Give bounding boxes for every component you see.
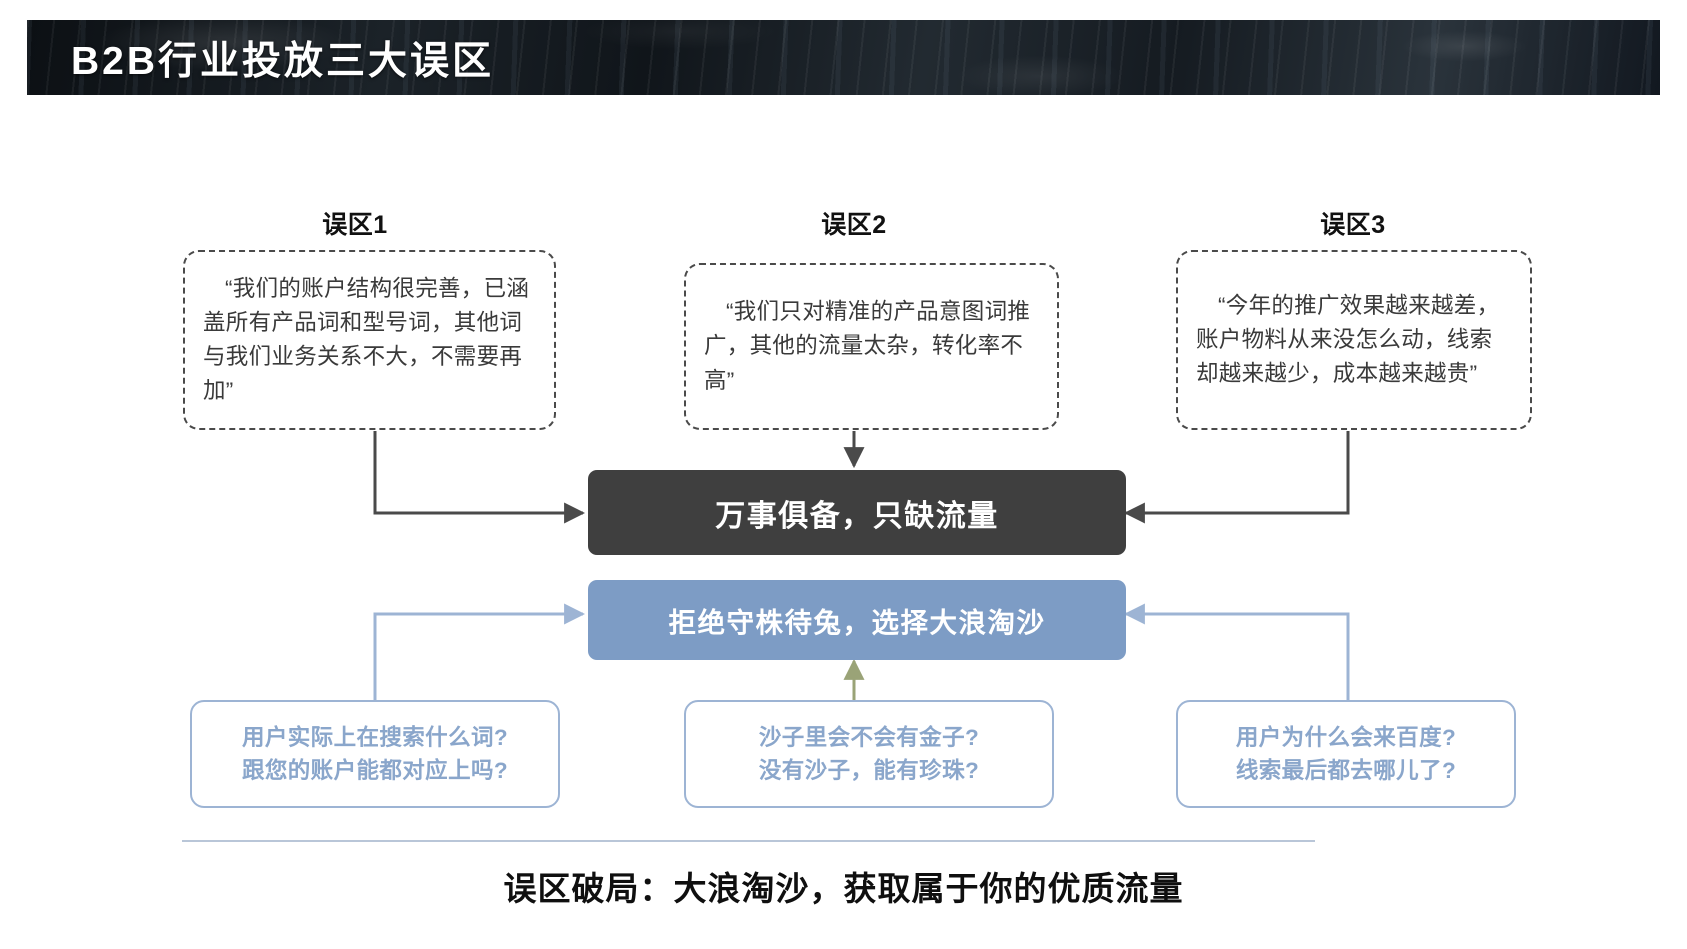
question-box-1-line-1: 用户实际上在搜索什么词? [241, 724, 509, 750]
connector-box3-to-problem [1123, 431, 1350, 524]
header-banner: B2B行业投放三大误区 [27, 20, 1660, 95]
misconception-quote-text-1: “我们的账户结构很完善，已涵盖所有产品词和型号词，其他词与我们业务关系不大，不需… [203, 275, 530, 404]
question-box-3-line-1: 用户为什么会来百度? [1235, 724, 1457, 750]
connector-question1-to-solution [373, 603, 586, 700]
connector-box1-to-problem [373, 431, 586, 524]
question-box-1-line-2: 跟您的账户能都对应上吗? [241, 758, 509, 783]
misconception-quote-text-2: “我们只对精准的产品意图词推广，其他的流量太杂，转化率不高” [704, 299, 1031, 393]
question-box-2-line-1: 沙子里会不会有金子? [758, 724, 980, 750]
column-heading-2: 误区2 [821, 211, 887, 239]
question-box-2: 沙子里会不会有金子? 没有沙子，能有珍珠? [684, 700, 1054, 808]
solution-banner-label: 拒绝守株待兔，选择大浪淘沙 [668, 607, 1046, 638]
question-box-2-line-2: 没有沙子，能有珍珠? [758, 758, 980, 783]
problem-banner: 万事俱备，只缺流量 [588, 470, 1126, 555]
question-box-3: 用户为什么会来百度? 线索最后都去哪儿了? [1176, 700, 1516, 808]
column-heading-3: 误区3 [1320, 211, 1386, 239]
column-heading-1: 误区1 [322, 211, 388, 239]
question-box-1: 用户实际上在搜索什么词? 跟您的账户能都对应上吗? [190, 700, 560, 808]
footer-divider [182, 840, 1315, 842]
page-title: B2B行业投放三大误区 [71, 39, 495, 83]
misconception-quote-box-3: “今年的推广效果越来越差，账户物料从来没怎么动，线索却越来越少，成本越来越贵” [1176, 250, 1532, 430]
question-box-3-line-2: 线索最后都去哪儿了? [1235, 758, 1457, 783]
solution-banner: 拒绝守株待兔，选择大浪淘沙 [588, 580, 1126, 660]
misconception-quote-box-2: “我们只对精准的产品意图词推广，其他的流量太杂，转化率不高” [684, 263, 1059, 430]
connector-question3-to-solution [1123, 603, 1350, 700]
problem-banner-label: 万事俱备，只缺流量 [715, 499, 999, 533]
misconception-quote-text-3: “今年的推广效果越来越差，账户物料从来没怎么动，线索却越来越少，成本越来越贵” [1196, 292, 1500, 387]
tire-texture-image [27, 20, 1660, 95]
footer-caption: 误区破局：大浪淘沙，获取属于你的优质流量 [503, 870, 1184, 907]
misconception-quote-box-1: “我们的账户结构很完善，已涵盖所有产品词和型号词，其他词与我们业务关系不大，不需… [183, 250, 556, 430]
